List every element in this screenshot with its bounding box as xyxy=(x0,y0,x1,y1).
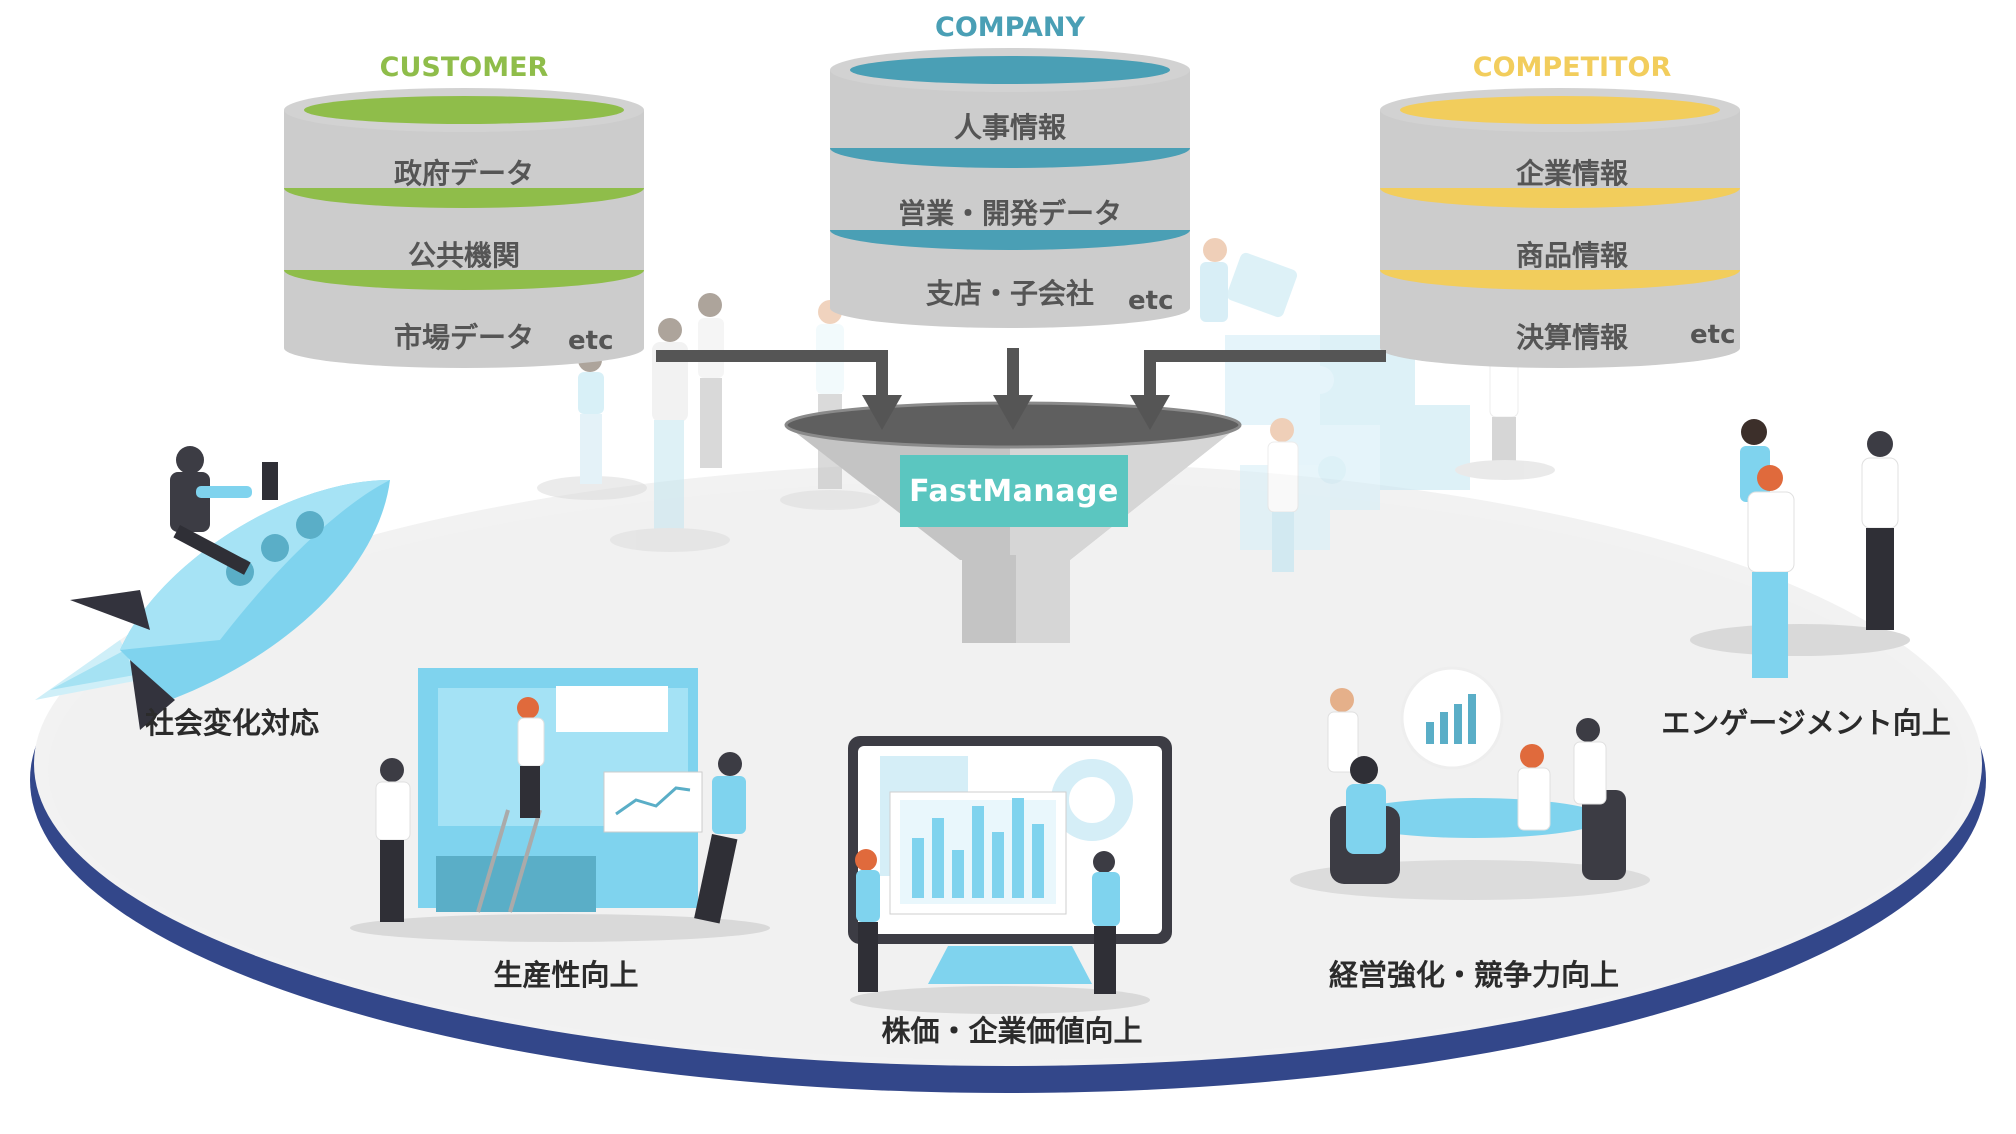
database-item: 営業・開発データ xyxy=(897,197,1123,230)
monitor-bar xyxy=(1012,798,1024,898)
database-etc: etc xyxy=(1690,320,1736,350)
database-company xyxy=(830,48,1190,328)
meeting-icon xyxy=(1290,666,1650,900)
database-category-competitor: COMPETITOR xyxy=(1472,52,1672,83)
database-item: 支店・子会社 xyxy=(925,277,1095,310)
outcome-label: 株価・企業価値向上 xyxy=(881,1014,1143,1048)
database-category-customer: CUSTOMER xyxy=(379,52,549,83)
database-customer xyxy=(284,88,644,368)
monitor-bar xyxy=(992,832,1004,898)
database-etc: etc xyxy=(568,326,614,356)
outcome-label: 社会変化対応 xyxy=(144,706,320,740)
database-item: 公共機関 xyxy=(407,239,521,272)
database-category-company: COMPANY xyxy=(935,12,1085,43)
database-item: 市場データ xyxy=(393,321,535,354)
arrow-down-icon xyxy=(656,348,1386,398)
database-item: 商品情報 xyxy=(1515,239,1629,272)
outcome-label: エンゲージメント向上 xyxy=(1661,706,1951,740)
fastmanage-label-box: FastManage xyxy=(900,455,1128,527)
monitor-bar xyxy=(932,818,944,898)
database-item: 政府データ xyxy=(393,157,535,190)
monitor-bar xyxy=(912,838,924,898)
database-etc: etc xyxy=(1128,286,1174,316)
database-item: 人事情報 xyxy=(953,111,1067,144)
chart-icon-meeting xyxy=(1426,694,1476,744)
outcome-label: 経営強化・競争力向上 xyxy=(1328,958,1620,992)
database-item: 企業情報 xyxy=(1515,157,1629,190)
rocket-icon xyxy=(35,446,390,730)
database-item: 決算情報 xyxy=(1515,321,1629,354)
database-competitor xyxy=(1380,88,1740,368)
monitor-bar xyxy=(952,850,964,898)
monitor-bar xyxy=(1032,824,1044,898)
chart-icon xyxy=(350,668,770,942)
fastmanage-label: FastManage xyxy=(909,473,1119,509)
arrow-heads xyxy=(862,395,1170,430)
monitor-bar xyxy=(972,806,984,898)
outcome-label: 生産性向上 xyxy=(493,958,639,992)
people-icon-engagement xyxy=(1690,419,1910,678)
